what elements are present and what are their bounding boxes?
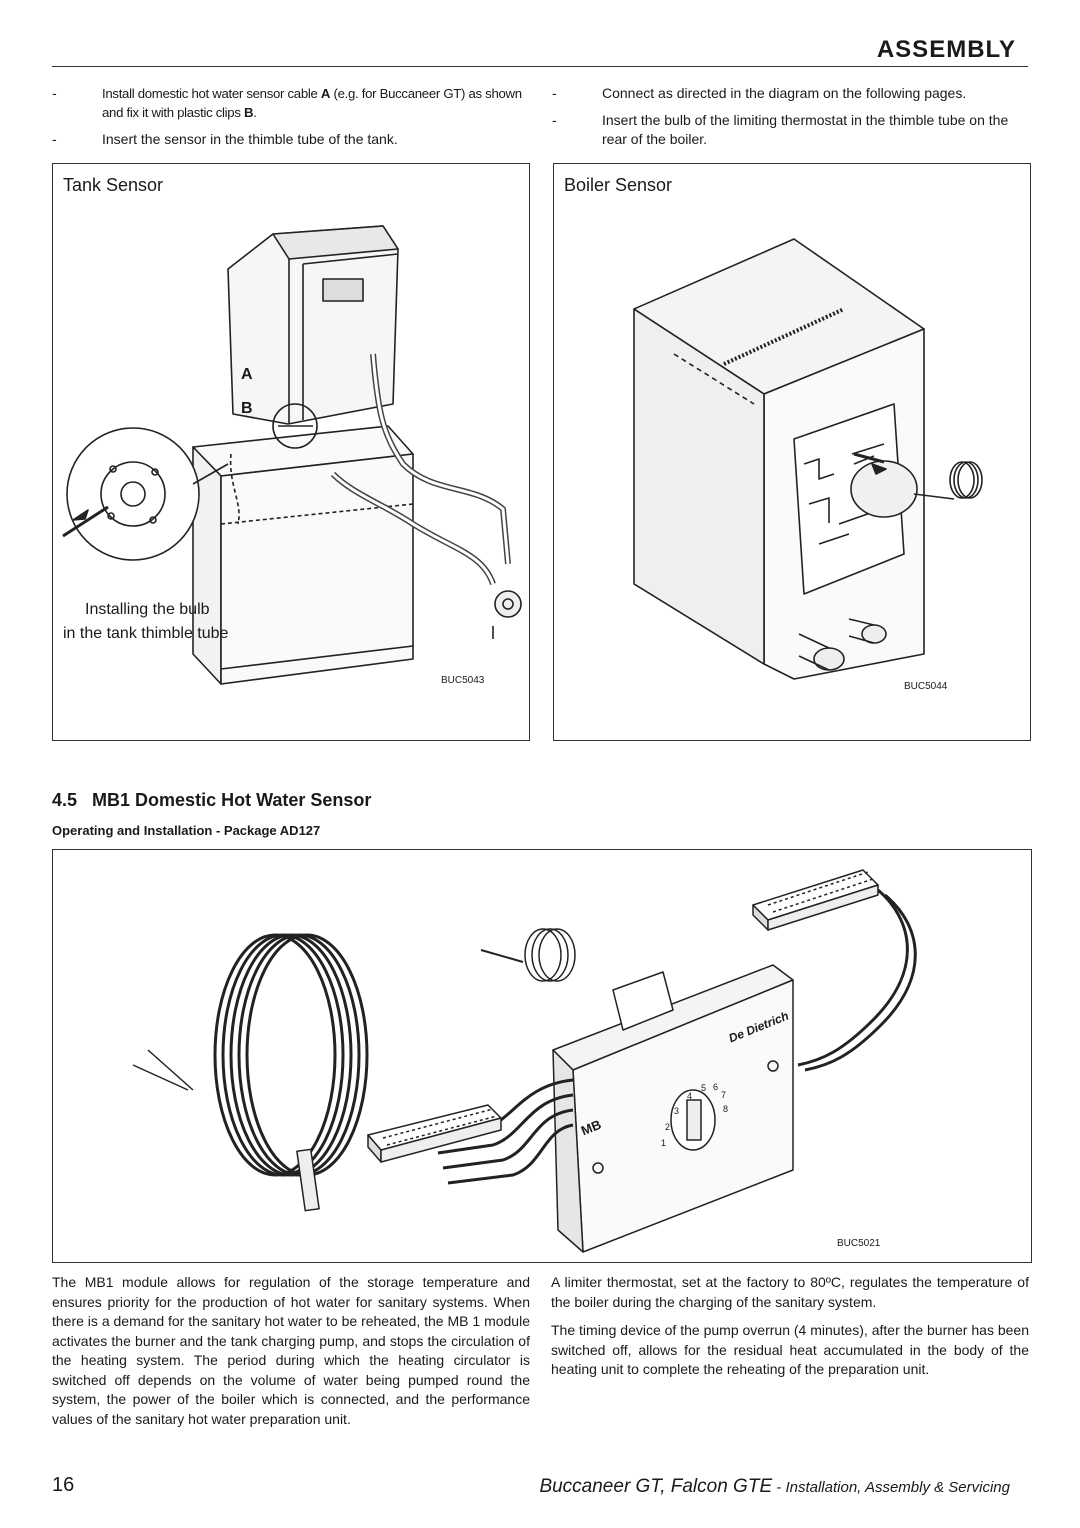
mb1-figure: MB De Dietrich 1 2 3 4 5 6 7 8 BUC5021 [52,849,1032,1263]
tank-sensor-title: Tank Sensor [63,175,164,195]
bullet-dash: - [52,85,57,101]
tank-figure-ref: BUC5043 [441,675,485,686]
bullet-dash: - [552,85,557,101]
section-title: 4.5 MB1 Domestic Hot Water Sensor [52,790,371,811]
instruction-left-2: - Insert the sensor in the thimble tube … [52,130,532,150]
instruction-text: Connect as directed in the diagram on th… [602,85,967,101]
dial-number-3: 3 [674,1106,680,1116]
body-right-paragraph-2: The timing device of the pump overrun (4… [551,1322,1029,1377]
mb1-module-illustration [132,869,917,1253]
dial-number-8: 8 [723,1104,729,1114]
boiler-figure-ref: BUC5044 [904,681,948,692]
boiler-sensor-figure: Boiler Sensor [553,163,1031,741]
section-number: 4.5 [52,790,78,810]
dial-number-6: 6 [713,1082,719,1092]
boiler-sensor-illustration [633,238,983,680]
instruction-text: Install domestic hot water sensor cable … [102,86,522,120]
footer-document-title: Buccaneer GT, Falcon GTE - Installation,… [539,1476,1010,1498]
dial-number-2: 2 [665,1122,671,1132]
instruction-right-2: - Insert the bulb of the limiting thermo… [552,111,1032,151]
label-b: B [241,400,253,417]
boiler-sensor-title: Boiler Sensor [564,175,673,195]
section-title-text: MB1 Domestic Hot Water Sensor [92,790,372,810]
bullet-dash: - [552,112,557,128]
dial-number-5: 5 [701,1083,707,1093]
dial-number-1: 1 [661,1138,667,1148]
instruction-text: Insert the sensor in the thimble tube of… [102,131,398,147]
header-rule [52,66,1028,67]
instruction-left-1: - Install domestic hot water sensor cabl… [52,84,532,124]
dial-number-7: 7 [721,1090,727,1100]
mb1-figure-ref: BUC5021 [837,1238,881,1249]
footer-title-main: Buccaneer GT, Falcon GTE [539,1476,773,1497]
section-subtitle: Operating and Installation - Package AD1… [52,823,321,838]
tank-sensor-illustration [62,225,522,685]
label-a: A [241,366,253,383]
body-left-paragraph: The MB1 module allows for regulation of … [52,1274,530,1427]
tank-caption-line1: Installing the bulb [85,601,210,618]
body-right-paragraph-1: A limiter thermostat, set at the factory… [551,1274,1029,1310]
instruction-text: Insert the bulb of the limiting thermost… [602,112,1009,147]
bullet-dash: - [52,131,57,147]
footer-title-sub: - Installation, Assembly & Servicing [772,1479,1010,1496]
tank-sensor-figure: Tank Sensor [52,163,530,741]
tank-caption-line2: in the tank thimble tube [63,625,229,642]
page-header-title: ASSEMBLY [876,36,1016,63]
page-number: 16 [52,1474,75,1496]
instruction-right-1: - Connect as directed in the diagram on … [552,84,1032,104]
dial-number-4: 4 [687,1091,693,1101]
